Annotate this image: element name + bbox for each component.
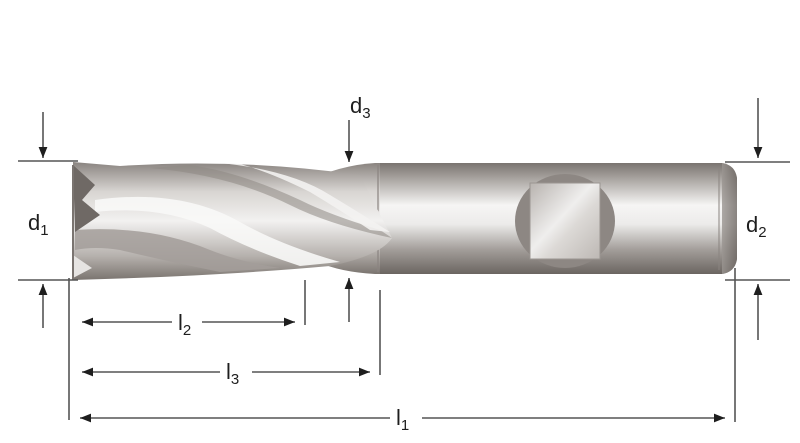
end-mill-body — [72, 162, 737, 280]
label-d1: d1 — [28, 210, 49, 239]
label-d3: d3 — [350, 93, 371, 122]
weldon-flat — [529, 182, 601, 260]
label-l2: l2 — [178, 310, 192, 339]
dimension-arrows — [38, 98, 763, 423]
shank-end-chamfer — [722, 163, 737, 274]
label-l3: l3 — [226, 359, 240, 388]
label-l1: l1 — [396, 405, 410, 434]
label-d2: d2 — [746, 212, 767, 241]
extension-lines — [18, 160, 790, 422]
